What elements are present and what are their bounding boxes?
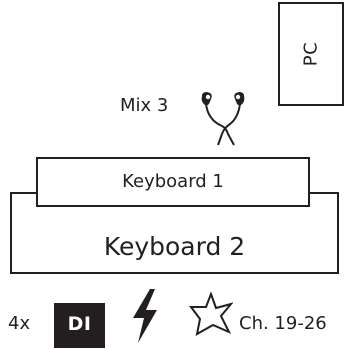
keyboard-1-label: Keyboard 1 <box>122 171 224 192</box>
earphones-icon <box>201 92 245 146</box>
keyboard-1-box: Keyboard 1 <box>36 157 310 207</box>
star-icon <box>189 292 233 336</box>
pc-box: PC <box>278 2 344 106</box>
channel-range-label: Ch. 19-26 <box>239 313 327 334</box>
keyboard-2-label: Keyboard 2 <box>103 232 246 261</box>
lightning-icon <box>133 289 157 343</box>
di-badge: DI <box>54 303 105 348</box>
mix-label: Mix 3 <box>120 95 169 116</box>
di-label: DI <box>67 313 92 335</box>
pc-label: PC <box>300 41 322 67</box>
di-count-label: 4x <box>8 313 31 334</box>
